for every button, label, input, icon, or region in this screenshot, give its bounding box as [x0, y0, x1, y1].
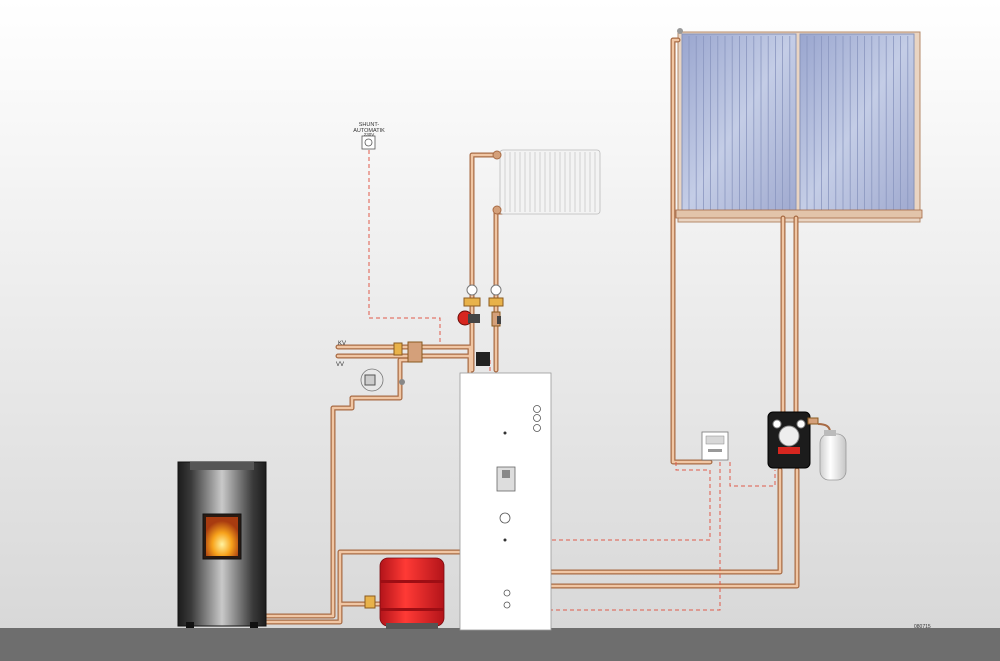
pellet-stove-icon: [177, 461, 267, 628]
shunt-label-line3: 230V: [364, 132, 375, 137]
accumulator-tank-icon: [459, 372, 552, 631]
floor: [0, 628, 1000, 661]
solar-expansion-vessel: [817, 423, 847, 481]
shunt-controller-icon: SHUNT- AUTOMATIK 230V: [353, 122, 385, 150]
solar-collector-icon: [675, 28, 923, 223]
kv-label: KV: [338, 341, 346, 347]
vv-label: VV: [336, 362, 344, 368]
control-signal-lines: [368, 150, 776, 611]
expansion-vessel-icon: [364, 557, 445, 629]
solar-pump-station-icon: [767, 411, 819, 469]
radiator-icon: [492, 149, 601, 215]
mixing-valve-icon: [360, 341, 490, 392]
shunt-label-line2: AUTOMATIK: [353, 128, 385, 134]
shunt-label-line1: SHUNT-: [359, 122, 380, 128]
solar-controller-icon: [701, 431, 729, 461]
figure-code: 080715: [914, 624, 931, 630]
circulation-pump-icon: [457, 284, 504, 327]
